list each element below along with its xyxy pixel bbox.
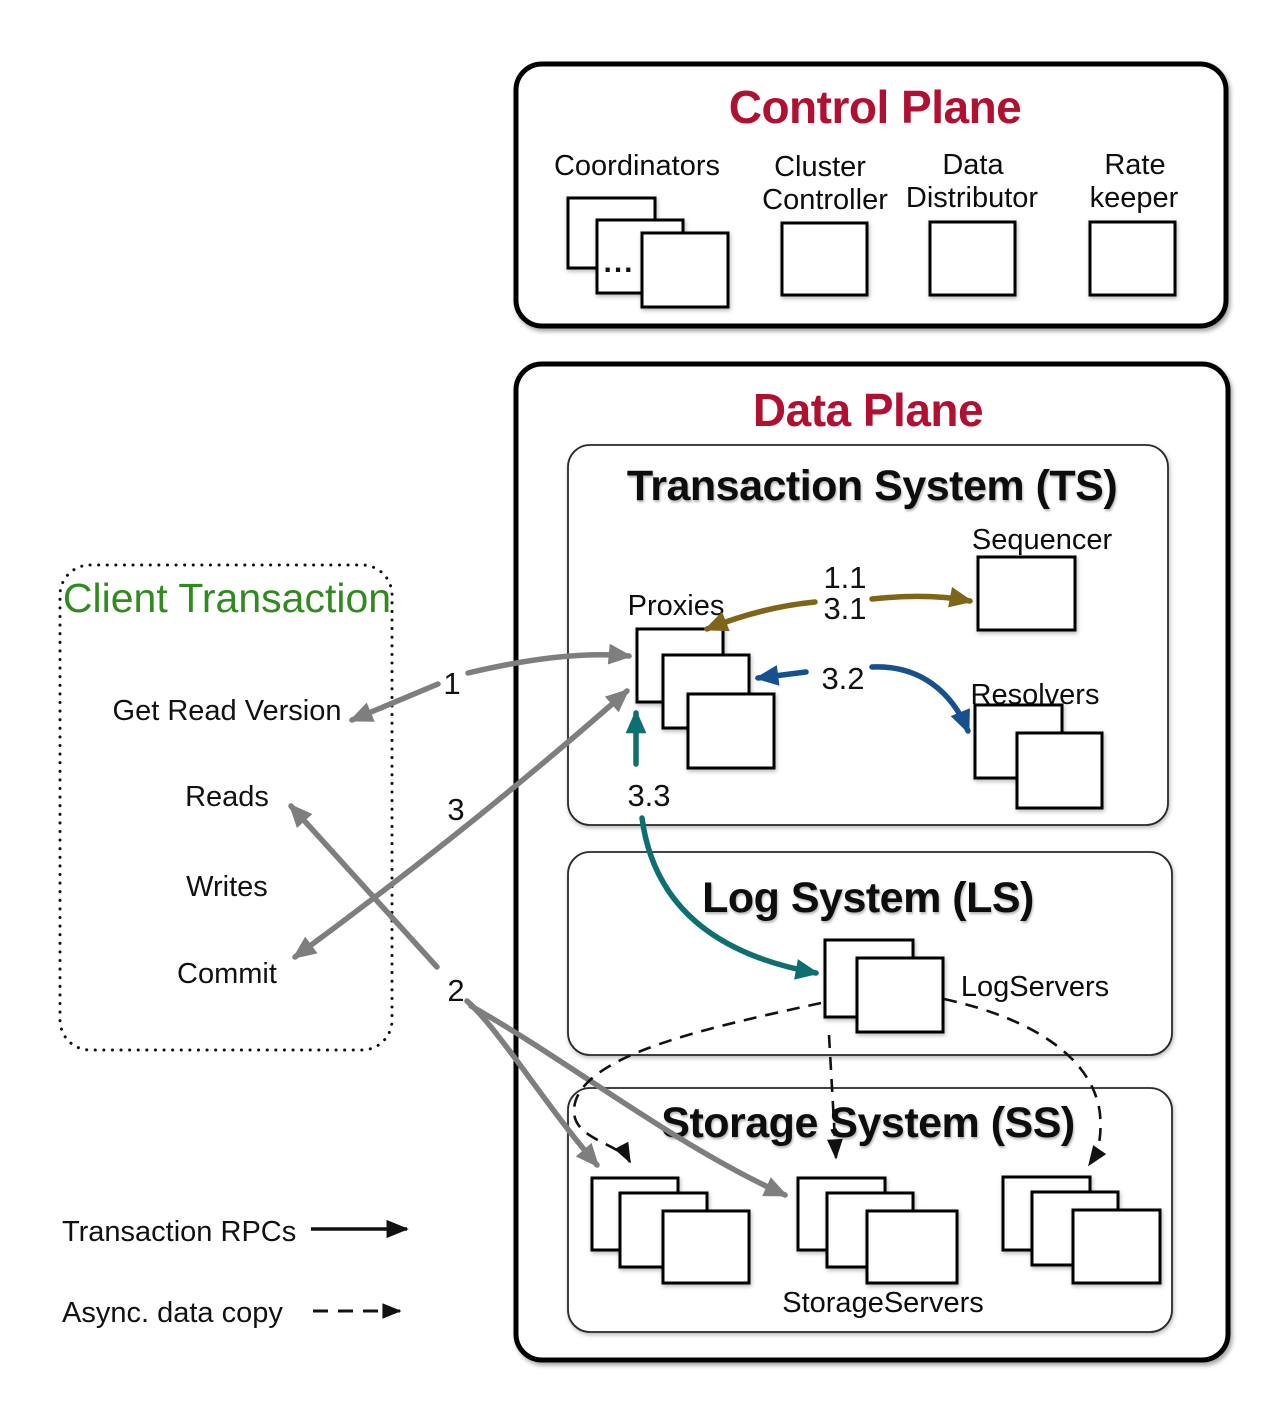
control-plane-section: Control Plane Coordinators ... Cluster C… [513, 61, 1229, 329]
logserver-box [855, 956, 945, 1034]
arrow-32-left-segment [754, 665, 809, 686]
logservers-stack [823, 938, 945, 1034]
data-distributor-label-line1: Data [942, 149, 1004, 181]
resolver-box [1015, 731, 1104, 810]
arrow-label-3-2: 3.2 [821, 661, 864, 696]
step-writes: Writes [186, 871, 268, 903]
client-transaction-title: Client Transaction [63, 575, 391, 621]
arrow-3-commit-proxies [292, 688, 630, 960]
step-commit: Commit [177, 958, 277, 990]
legend-dashed-label: Async. data copy [62, 1297, 283, 1329]
step-reads: Reads [185, 781, 269, 813]
proxies-label: Proxies [628, 590, 725, 622]
rate-keeper-label-line2: keeper [1090, 182, 1179, 214]
log-system-title: Log System (LS) [702, 874, 1034, 922]
transaction-system-section: Transaction System (TS) Proxies Sequence… [567, 444, 1169, 826]
arrow-11-31-right-segment [869, 586, 974, 608]
arrows [288, 586, 1107, 1198]
proxies-stack [635, 627, 776, 770]
sequencer-box [976, 555, 1077, 632]
arrow-label-3: 3 [447, 792, 464, 827]
step-get-read-version: Get Read Version [113, 695, 342, 727]
cluster-controller-box [780, 221, 869, 297]
storage-box [1071, 1208, 1162, 1285]
arrow-1-proxy-segment [465, 643, 633, 676]
storage-stack-middle [796, 1176, 959, 1285]
arrow-labels: 1 3 2 1.1 3.1 3.2 3.3 [443, 560, 866, 1008]
storage-stack-right [1001, 1175, 1162, 1285]
rate-keeper-box [1088, 220, 1177, 297]
arrow-label-3-1: 3.1 [823, 591, 866, 626]
legend-solid-label: Transaction RPCs [62, 1216, 296, 1248]
proxy-box [686, 692, 776, 770]
legend: Transaction RPCs Async. data copy [62, 1216, 409, 1329]
arrow-label-1-1: 1.1 [823, 560, 866, 595]
arrow-11-31-left-segment [703, 599, 818, 632]
arrow-2-reads-segment [288, 803, 440, 970]
coordinators-stack: ... [566, 196, 730, 309]
coordinators-ellipsis: ... [603, 246, 634, 279]
arrow-label-2: 2 [447, 973, 464, 1008]
arrow-2-to-middle-storage [468, 1003, 789, 1198]
log-system-section: Log System (LS) LogServers [567, 851, 1173, 1056]
rate-keeper-label-line1: Rate [1104, 149, 1165, 181]
client-transaction-section: Client Transaction Get Read Version Read… [58, 563, 394, 1052]
coordinators-label: Coordinators [554, 150, 720, 182]
arrow-label-1: 1 [443, 666, 460, 701]
arrow-32-right-segment [869, 664, 971, 735]
arrow-33-to-logservers [639, 815, 820, 980]
async-copy-to-right-storage [943, 997, 1107, 1167]
storage-stack-left [590, 1176, 751, 1285]
logservers-label: LogServers [961, 971, 1109, 1003]
resolvers-stack [973, 703, 1104, 810]
cluster-controller-label-line1: Cluster [774, 151, 866, 183]
arrow-label-3-3: 3.3 [627, 778, 670, 813]
storageservers-label: StorageServers [782, 1287, 984, 1319]
cluster-controller-label-line2: Controller [762, 184, 888, 216]
storage-system-title: Storage System (SS) [661, 1099, 1074, 1147]
coordinator-box [640, 231, 730, 309]
data-distributor-box [928, 220, 1017, 297]
transaction-system-title: Transaction System (TS) [627, 462, 1117, 510]
storage-box [865, 1209, 959, 1285]
sequencer-label: Sequencer [972, 524, 1113, 556]
data-distributor-label-line2: Distributor [906, 182, 1038, 214]
control-plane-title: Control Plane [729, 81, 1022, 133]
data-plane-title: Data Plane [753, 384, 983, 436]
async-copy-to-left-storage [572, 1001, 822, 1164]
storage-system-section: Storage System (SS) StorageServers [567, 1087, 1173, 1333]
storage-box [661, 1209, 751, 1285]
data-plane-section: Data Plane Transaction System (TS) Proxi… [513, 361, 1231, 1363]
